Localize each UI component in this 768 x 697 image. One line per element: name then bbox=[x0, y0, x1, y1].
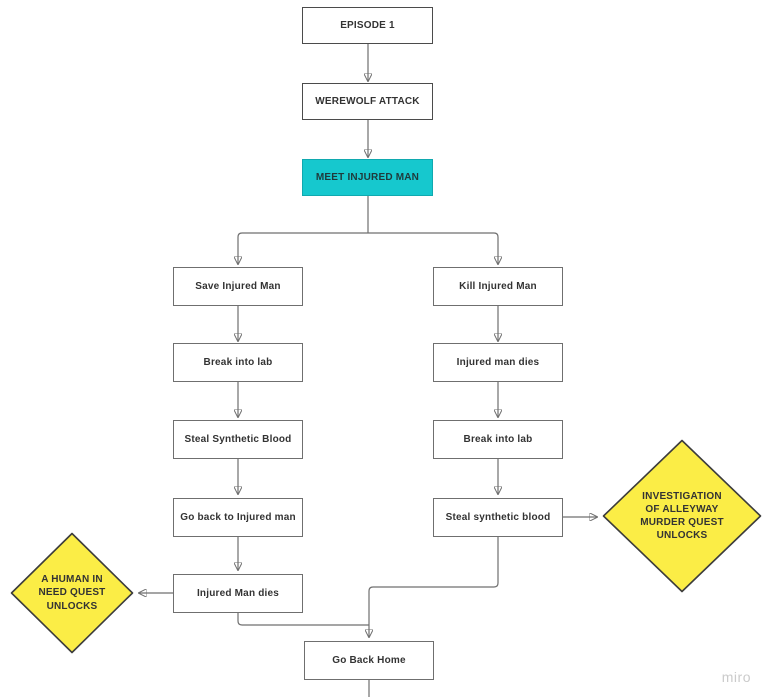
node-episode-1[interactable]: EPISODE 1 bbox=[302, 7, 433, 44]
diamond-shape bbox=[602, 439, 762, 593]
node-steal-synthetic-blood-right-label: Steal synthetic blood bbox=[445, 512, 551, 523]
node-break-into-lab-left-label: Break into lab bbox=[203, 357, 273, 368]
node-human-in-need-quest-label: A HUMAN IN NEED QUEST UNLOCKS bbox=[38, 574, 106, 612]
connector-meet-kill bbox=[368, 232, 498, 264]
connector-meet-save bbox=[238, 232, 368, 264]
node-steal-synthetic-blood-left[interactable]: Steal Synthetic Blood bbox=[173, 420, 303, 459]
node-meet-injured-man[interactable]: MEET INJURED MAN bbox=[302, 159, 433, 196]
node-meet-injured-man-label: MEET INJURED MAN bbox=[315, 172, 420, 183]
node-werewolf-attack-label: WEREWOLF ATTACK bbox=[315, 96, 420, 107]
node-kill-injured-man-label: Kill Injured Man bbox=[459, 281, 537, 292]
diamond-shape bbox=[10, 532, 134, 654]
node-go-back-home-label: Go Back Home bbox=[332, 655, 406, 666]
connector-dies-gobackhome bbox=[237, 613, 369, 626]
node-save-injured-man-label: Save Injured Man bbox=[195, 281, 281, 292]
node-injured-man-dies-right[interactable]: Injured man dies bbox=[433, 343, 563, 382]
node-break-into-lab-right[interactable]: Break into lab bbox=[433, 420, 563, 459]
node-injured-man-dies-left-label: Injured Man dies bbox=[196, 588, 280, 599]
node-break-into-lab-right-label: Break into lab bbox=[463, 434, 533, 445]
miro-watermark: miro bbox=[721, 669, 751, 685]
node-injured-man-dies-right-label: Injured man dies bbox=[456, 357, 540, 368]
node-injured-man-dies-left[interactable]: Injured Man dies bbox=[173, 574, 303, 613]
node-break-into-lab-left[interactable]: Break into lab bbox=[173, 343, 303, 382]
node-investigation-quest[interactable]: INVESTIGATION OF ALLEYWAY MURDER QUEST U… bbox=[602, 439, 762, 593]
node-save-injured-man[interactable]: Save Injured Man bbox=[173, 267, 303, 306]
node-go-back-to-injured-man[interactable]: Go back to Injured man bbox=[173, 498, 303, 537]
node-episode-1-label: EPISODE 1 bbox=[340, 20, 395, 31]
node-steal-synthetic-blood-right[interactable]: Steal synthetic blood bbox=[433, 498, 563, 537]
node-werewolf-attack[interactable]: WEREWOLF ATTACK bbox=[302, 83, 433, 120]
connector-steal-gobackhome bbox=[369, 537, 499, 637]
node-steal-synthetic-blood-left-label: Steal Synthetic Blood bbox=[184, 434, 292, 445]
node-go-back-to-injured-man-label: Go back to Injured man bbox=[180, 512, 296, 523]
node-investigation-quest-label: INVESTIGATION OF ALLEYWAY MURDER QUEST U… bbox=[640, 490, 724, 542]
node-go-back-home[interactable]: Go Back Home bbox=[304, 641, 434, 680]
node-human-in-need-quest[interactable]: A HUMAN IN NEED QUEST UNLOCKS bbox=[10, 532, 134, 654]
node-kill-injured-man[interactable]: Kill Injured Man bbox=[433, 267, 563, 306]
